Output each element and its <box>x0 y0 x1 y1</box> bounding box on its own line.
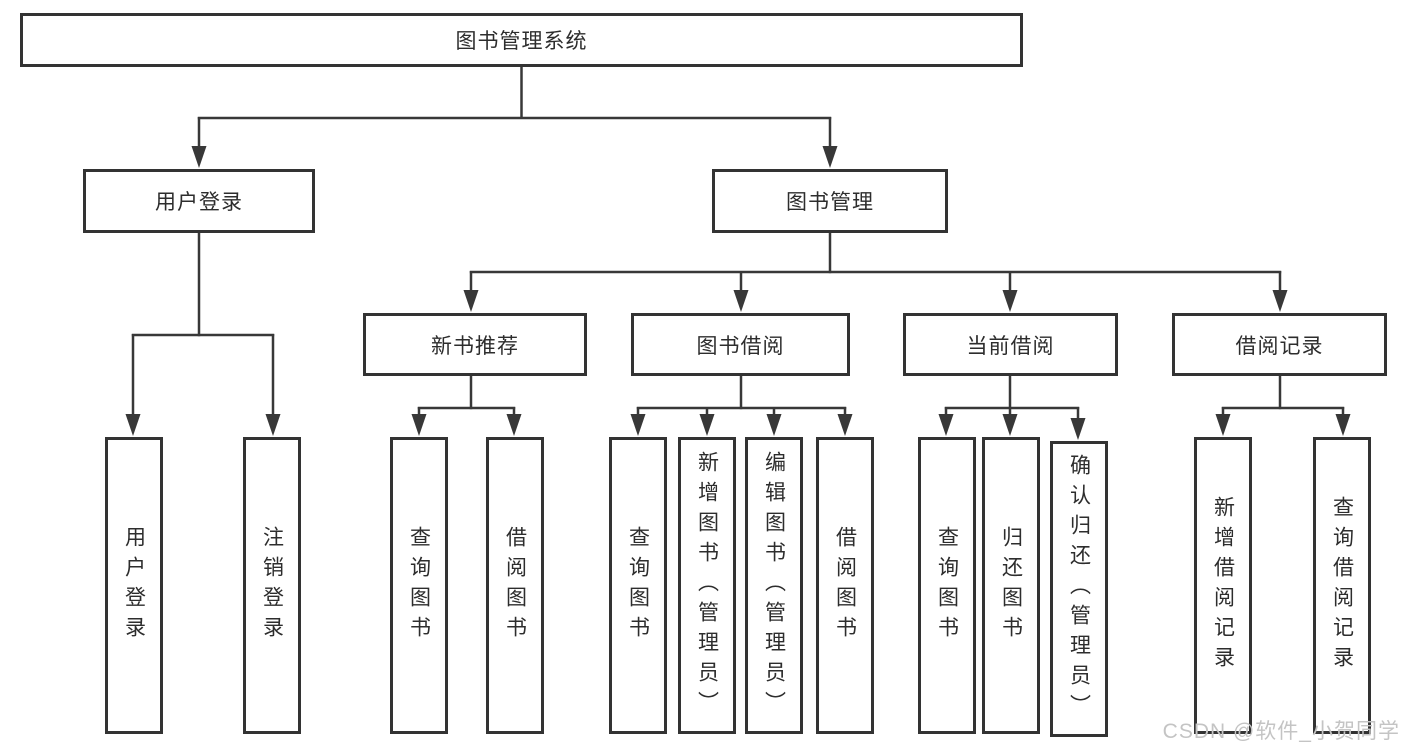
leaf-label: 查询图书 <box>935 525 959 646</box>
leaf-label: 编辑图书（管理员） <box>762 450 786 721</box>
leaf-label: 确认归还（管理员） <box>1067 454 1091 724</box>
leaf-label: 借阅图书 <box>833 525 857 646</box>
node-book-management: 图书管理 <box>712 169 948 233</box>
leaf-borrow-books: 借阅图书 <box>816 437 874 734</box>
leaf-label: 用户登录 <box>122 525 146 646</box>
leaf-query-books-current: 查询图书 <box>918 437 976 734</box>
node-label: 图书管理 <box>786 191 874 214</box>
leaf-logout: 注销登录 <box>243 437 301 734</box>
node-user-login: 用户登录 <box>83 169 315 233</box>
csdn-watermark: CSDN @软件_小贺同学 <box>1162 720 1400 743</box>
leaf-add-book-admin: 新增图书（管理员） <box>678 437 736 734</box>
node-new-book-recommend: 新书推荐 <box>363 313 587 376</box>
leaf-borrow-books-recommend: 借阅图书 <box>486 437 544 734</box>
node-label: 当前借阅 <box>966 334 1055 358</box>
leaf-label: 注销登录 <box>260 525 284 646</box>
leaf-edit-book-admin: 编辑图书（管理员） <box>745 437 803 734</box>
leaf-add-borrow-record: 新增借阅记录 <box>1194 437 1252 734</box>
node-label: 新书推荐 <box>431 334 519 358</box>
leaf-label: 新增图书（管理员） <box>695 450 719 721</box>
leaf-confirm-return-admin: 确认归还（管理员） <box>1050 441 1108 737</box>
leaf-label: 查询图书 <box>626 525 650 646</box>
leaf-label: 查询图书 <box>407 525 431 646</box>
leaf-query-books-borrow: 查询图书 <box>609 437 667 734</box>
node-label: 图书借阅 <box>696 334 785 358</box>
leaf-query-books-recommend: 查询图书 <box>390 437 448 734</box>
leaf-return-books: 归还图书 <box>982 437 1040 734</box>
leaf-label: 归还图书 <box>999 525 1023 646</box>
node-current-borrow: 当前借阅 <box>903 313 1118 376</box>
node-borrow-records: 借阅记录 <box>1172 313 1387 376</box>
leaf-query-borrow-record: 查询借阅记录 <box>1313 437 1371 734</box>
node-library-management-system: 图书管理系统 <box>20 13 1023 67</box>
leaf-label: 借阅图书 <box>503 525 527 646</box>
node-label: 用户登录 <box>155 191 243 214</box>
leaf-label: 新增借阅记录 <box>1211 495 1235 676</box>
leaf-user-login: 用户登录 <box>105 437 163 734</box>
node-label: 图书管理系统 <box>455 30 588 53</box>
node-book-borrow: 图书借阅 <box>631 313 850 376</box>
leaf-label: 查询借阅记录 <box>1330 495 1354 676</box>
node-label: 借阅记录 <box>1235 334 1324 358</box>
